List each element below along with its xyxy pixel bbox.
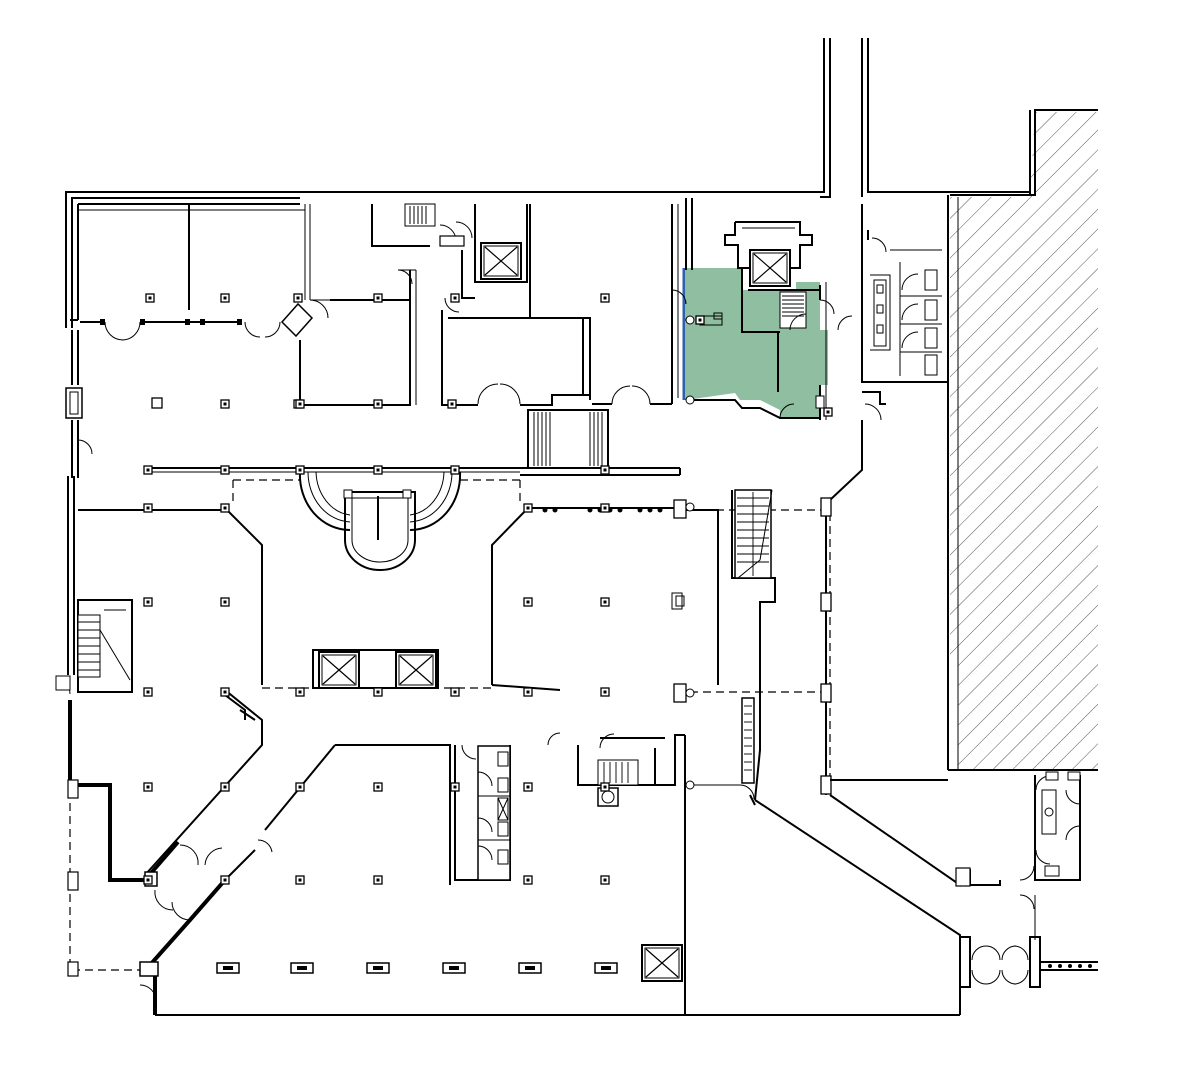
structural-column xyxy=(523,875,533,885)
structural-column xyxy=(143,782,153,792)
structural-column xyxy=(295,687,305,697)
structural-column xyxy=(220,503,230,513)
structural-column xyxy=(523,687,533,697)
structural-column xyxy=(220,293,230,303)
structural-column xyxy=(600,597,610,607)
north-corridor xyxy=(693,38,1030,198)
perimeter-pier xyxy=(518,962,542,974)
perimeter-pier xyxy=(594,962,618,974)
elevator-core-north xyxy=(685,221,853,420)
southwest-corridor xyxy=(67,689,451,1002)
structural-column xyxy=(373,875,383,885)
structural-column xyxy=(600,875,610,885)
structural-column xyxy=(220,597,230,607)
structural-column xyxy=(295,399,305,409)
southeast-entry xyxy=(959,771,1098,988)
perimeter-pier xyxy=(216,962,240,974)
building-perimeter xyxy=(65,191,961,1016)
structural-column xyxy=(523,503,533,513)
structural-column xyxy=(295,465,305,475)
structural-column xyxy=(220,782,230,792)
perimeter-pier xyxy=(366,962,390,974)
perimeter-piers xyxy=(216,962,618,974)
structural-column xyxy=(220,465,230,475)
structural-column xyxy=(220,687,230,697)
structural-column xyxy=(600,293,610,303)
structural-column xyxy=(523,782,533,792)
structural-column xyxy=(293,293,303,303)
north-rooms xyxy=(78,198,693,406)
structural-column xyxy=(450,465,460,475)
structural-column xyxy=(600,687,610,697)
perimeter-pier xyxy=(290,962,314,974)
restrooms-northeast xyxy=(829,204,948,501)
structural-column xyxy=(143,597,153,607)
left-stair xyxy=(77,599,133,693)
structural-column xyxy=(143,503,153,513)
structural-column xyxy=(373,293,383,303)
structural-column xyxy=(143,687,153,697)
structural-column xyxy=(145,293,155,303)
structural-column xyxy=(373,465,383,475)
main-corridor xyxy=(148,409,681,505)
adjacent-building-hatched xyxy=(947,109,1098,771)
south-stair-block xyxy=(577,733,755,982)
structural-column xyxy=(600,465,610,475)
structural-column xyxy=(600,503,610,513)
structural-column xyxy=(600,782,610,792)
structural-column xyxy=(450,687,460,697)
structural-column xyxy=(450,782,460,792)
structural-column xyxy=(447,399,457,409)
left-vestibule xyxy=(55,387,93,695)
structural-column xyxy=(220,399,230,409)
grand-stair xyxy=(298,471,462,571)
structural-column xyxy=(373,687,383,697)
structural-column xyxy=(373,782,383,792)
structural-column xyxy=(295,782,305,792)
central-atrium xyxy=(78,489,1001,887)
structural-column xyxy=(220,875,230,885)
single-column-outline xyxy=(151,397,163,409)
structural-column xyxy=(295,875,305,885)
restrooms-south xyxy=(454,732,561,881)
perimeter-pier xyxy=(442,962,466,974)
structural-column xyxy=(823,407,833,417)
structural-column xyxy=(450,293,460,303)
structural-column xyxy=(695,315,705,325)
structural-column xyxy=(523,597,533,607)
structural-column xyxy=(373,399,383,409)
structural-column xyxy=(143,875,153,885)
structural-column xyxy=(143,465,153,475)
